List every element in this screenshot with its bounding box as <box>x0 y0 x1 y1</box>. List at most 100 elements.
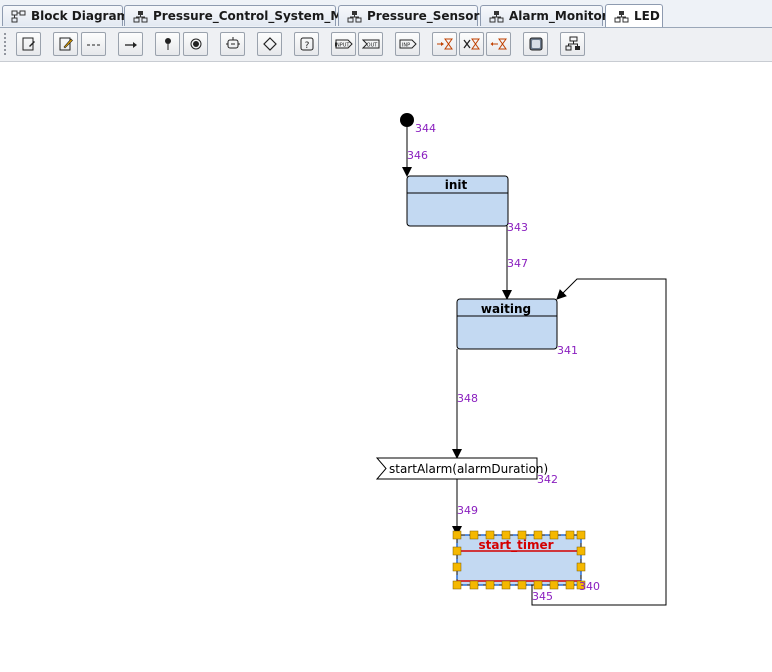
selection-handle[interactable] <box>576 580 586 590</box>
tab-alarm-monitor[interactable]: Alarm_Monitor <box>480 5 608 26</box>
selection-handle[interactable] <box>533 580 543 590</box>
selection-handle[interactable] <box>469 580 479 590</box>
state-waiting-id: 341 <box>557 344 578 357</box>
selection-handle[interactable] <box>549 580 559 590</box>
comment-tool-button[interactable] <box>53 32 78 56</box>
selection-handle[interactable] <box>452 546 462 556</box>
state-waiting-label: waiting <box>481 302 531 316</box>
selection-handle[interactable] <box>485 580 495 590</box>
state-init-id: 343 <box>507 221 528 234</box>
state-machine-icon <box>133 10 148 22</box>
svg-text:INP: INP <box>401 43 409 49</box>
selection-handle[interactable] <box>517 530 527 540</box>
svg-text:?: ? <box>304 41 309 51</box>
selection-handle[interactable] <box>576 530 586 540</box>
tab-label: Block Diagram <box>31 9 130 23</box>
selection-handle[interactable] <box>576 546 586 556</box>
timer-expire-icon <box>490 38 507 50</box>
state-node-icon <box>225 37 240 49</box>
transition-tool-button[interactable] <box>118 32 143 56</box>
tab-label: LED <box>634 9 660 23</box>
block-diagram-icon <box>11 10 26 22</box>
state-waiting[interactable]: waiting <box>456 298 558 350</box>
state-start-timer-id: 340 <box>579 580 600 593</box>
note-pencil-icon <box>59 37 73 51</box>
selection-handles[interactable] <box>452 530 586 590</box>
selection-handle[interactable] <box>549 530 559 540</box>
composite-state-icon <box>529 37 542 51</box>
selection-handle[interactable] <box>485 530 495 540</box>
output-signal-button[interactable]: OUT <box>358 32 383 56</box>
selection-handle[interactable] <box>533 530 543 540</box>
hierarchy-button[interactable] <box>560 32 585 56</box>
state-init-label: init <box>445 178 468 192</box>
save-signal-button[interactable]: INP <box>395 32 420 56</box>
diagram-canvas[interactable]: 344 346 init 343 347 waiting 341 348 sta… <box>0 62 772 668</box>
set-timer-button[interactable] <box>432 32 457 56</box>
timer-expire-button[interactable] <box>486 32 511 56</box>
selection-handle[interactable] <box>565 580 575 590</box>
tab-label: Pressure_Sensor <box>367 9 480 23</box>
svg-text:INPUT: INPUT <box>335 43 350 49</box>
state-init[interactable]: init <box>406 175 509 227</box>
output-signal-icon: OUT <box>361 39 379 49</box>
state-machine-icon <box>489 10 504 22</box>
tab-block-diagram[interactable]: Block Diagram <box>2 5 129 26</box>
tab-label: Pressure_Control_System_ME <box>153 9 351 23</box>
state-start-timer-label: start_timer <box>478 538 553 553</box>
toolbar-grip[interactable] <box>3 32 7 56</box>
tab-pressure-control-system-me[interactable]: Pressure_Control_System_ME <box>124 5 350 26</box>
hierarchy-icon <box>565 36 580 51</box>
composite-state-button[interactable] <box>523 32 548 56</box>
timer-set-icon <box>436 38 453 50</box>
end-node-button[interactable] <box>183 32 208 56</box>
state-machine-diagram: 344 346 init 343 347 waiting 341 348 sta… <box>375 113 667 606</box>
transition-output-timer-id: 349 <box>457 504 478 517</box>
tab-led[interactable]: LED <box>605 4 663 27</box>
start-node-id: 344 <box>415 122 436 135</box>
selection-handle[interactable] <box>469 530 479 540</box>
diagram-toolbar: ? INPUT OUT INP <box>0 28 772 62</box>
state-machine-icon <box>347 10 362 22</box>
input-signal-button[interactable]: INPUT <box>331 32 356 56</box>
decision-diamond-icon <box>262 37 277 51</box>
transition-timer-waiting[interactable] <box>531 278 667 606</box>
start-node-icon <box>164 38 171 50</box>
tab-pressure-sensor[interactable]: Pressure_Sensor <box>338 5 480 26</box>
transition-init-waiting-id: 347 <box>507 257 528 270</box>
selection-handle[interactable] <box>501 580 511 590</box>
arrow-right-icon <box>124 42 137 48</box>
selection-handle[interactable] <box>501 530 511 540</box>
transition-waiting-output-id: 348 <box>457 392 478 405</box>
selection-handle[interactable] <box>565 530 575 540</box>
reset-timer-button[interactable] <box>459 32 484 56</box>
timer-reset-icon <box>462 38 480 50</box>
selection-handle[interactable] <box>576 562 586 572</box>
start-node-button[interactable] <box>155 32 180 56</box>
selection-handle[interactable] <box>452 562 462 572</box>
output-signal-label: startAlarm(alarmDuration) <box>389 462 548 476</box>
tab-label: Alarm_Monitor <box>509 9 608 23</box>
decision-tool-button[interactable] <box>257 32 282 56</box>
tab-bar: Block Diagram Pressure_Control_System_ME… <box>0 0 772 28</box>
state-machine-icon <box>614 10 629 22</box>
input-signal-icon: INPUT <box>335 39 353 49</box>
state-start-timer[interactable]: start_timer <box>456 534 582 586</box>
save-signal-icon: INP <box>399 39 417 49</box>
end-node-icon <box>190 38 201 50</box>
state-tool-button[interactable] <box>220 32 245 56</box>
output-signal-node[interactable]: startAlarm(alarmDuration) <box>375 457 548 480</box>
question-box-icon: ? <box>300 37 313 51</box>
task-tool-button[interactable]: ? <box>294 32 319 56</box>
transition-timer-waiting-id: 345 <box>532 590 553 603</box>
selection-handle[interactable] <box>452 530 462 540</box>
selection-handle[interactable] <box>452 580 462 590</box>
selection-handle[interactable] <box>517 580 527 590</box>
output-signal-id: 342 <box>537 473 558 486</box>
start-node[interactable] <box>400 113 414 127</box>
transition-start-init-id: 346 <box>407 149 428 162</box>
dashed-line-icon <box>86 44 101 46</box>
select-edit-icon <box>22 37 35 51</box>
dashed-line-button[interactable] <box>81 32 106 56</box>
select-tool-button[interactable] <box>16 32 41 56</box>
